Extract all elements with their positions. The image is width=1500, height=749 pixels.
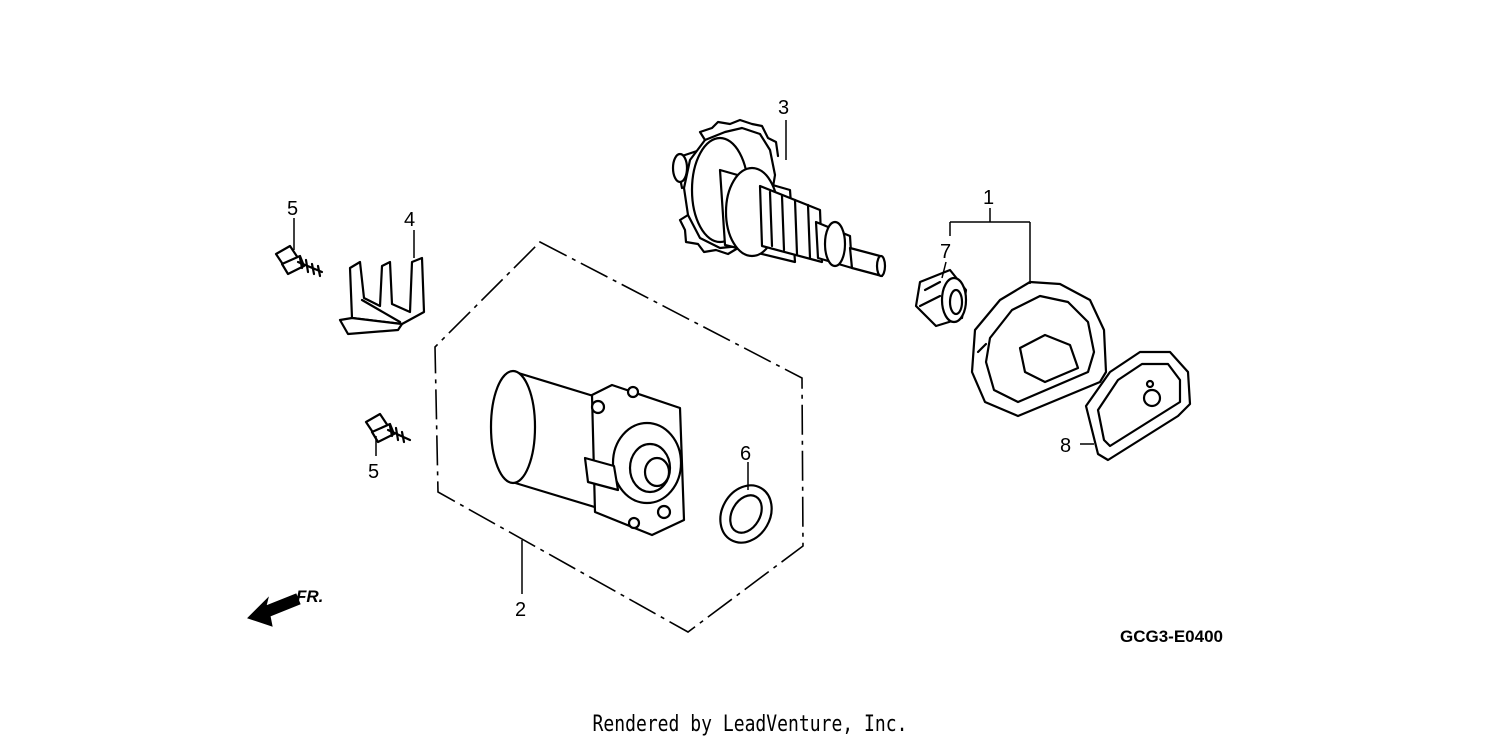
callout-7: 7 <box>940 241 951 263</box>
callout-1: 1 <box>983 187 994 209</box>
callout-2: 2 <box>515 599 526 621</box>
leader-7 <box>941 261 947 279</box>
callout-4: 4 <box>404 209 415 231</box>
callout-8: 8 <box>1060 435 1071 457</box>
bracket-part[interactable] <box>338 256 426 336</box>
bolt-part-lower[interactable] <box>364 412 412 444</box>
bolt-part-upper[interactable] <box>274 244 324 278</box>
callout-6: 6 <box>740 443 751 465</box>
starter-motor-group-outline <box>434 241 804 633</box>
callout-5-lower: 5 <box>368 461 379 483</box>
o-ring-part[interactable] <box>710 476 782 552</box>
callout-3: 3 <box>778 97 789 119</box>
starter-cover-part[interactable] <box>970 280 1108 418</box>
starter-motor-part[interactable] <box>489 369 686 537</box>
diagram-code: GCG3-E0400 <box>1120 627 1223 646</box>
direction-label: FR. <box>296 587 323 606</box>
front-direction-arrow-icon: FR. <box>247 587 323 627</box>
bushing-part[interactable] <box>914 268 968 328</box>
callout-5-upper: 5 <box>287 198 298 220</box>
starter-drive-gear-part[interactable] <box>671 118 887 278</box>
rendered-by-footer: Rendered by LeadVenture, Inc. <box>592 712 908 737</box>
gasket-part[interactable] <box>1084 350 1192 462</box>
